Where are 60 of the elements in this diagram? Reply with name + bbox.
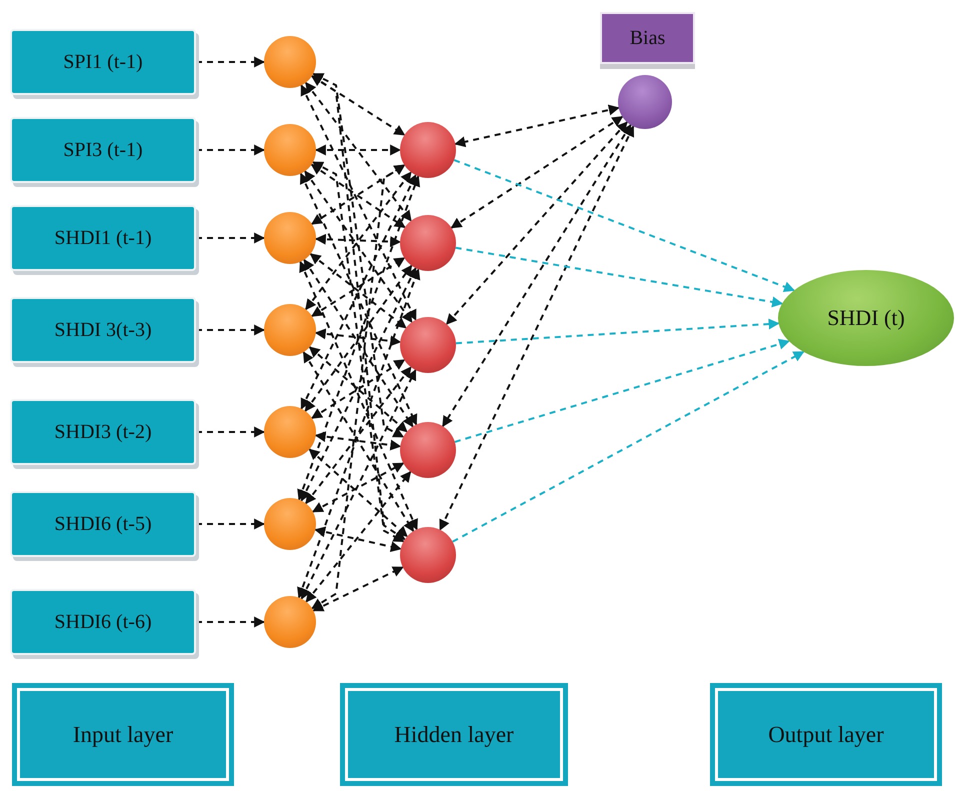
arrow bbox=[312, 72, 404, 438]
arrow bbox=[196, 518, 266, 530]
arrow bbox=[196, 232, 266, 244]
arrow bbox=[302, 351, 414, 532]
arrow bbox=[314, 431, 402, 451]
arrow bbox=[311, 257, 406, 317]
layer-label-box: Input layer bbox=[12, 683, 234, 786]
arrow bbox=[310, 253, 407, 329]
hidden-neuron bbox=[400, 422, 456, 478]
input-neuron bbox=[264, 124, 316, 176]
arrow bbox=[196, 426, 266, 438]
arrow bbox=[196, 56, 266, 68]
hidden-neuron bbox=[400, 215, 456, 271]
arrow bbox=[452, 350, 804, 543]
arrow bbox=[314, 328, 402, 346]
arrow bbox=[196, 144, 266, 156]
arrow bbox=[311, 359, 406, 419]
arrow bbox=[304, 82, 412, 222]
arrow bbox=[297, 268, 420, 599]
arrow bbox=[303, 258, 414, 428]
arrow bbox=[300, 84, 417, 321]
arrow bbox=[196, 616, 266, 628]
input-neuron bbox=[264, 498, 316, 550]
bias-neuron bbox=[618, 75, 672, 129]
arrow bbox=[312, 566, 404, 612]
input-neuron bbox=[264, 212, 316, 264]
arrow bbox=[304, 264, 412, 412]
input-neuron bbox=[264, 406, 316, 458]
arrow bbox=[314, 526, 402, 552]
hidden-neuron bbox=[400, 317, 456, 373]
arrow bbox=[196, 324, 266, 336]
arrow bbox=[439, 125, 634, 531]
hidden-neuron bbox=[400, 527, 456, 583]
arrow bbox=[454, 338, 790, 443]
arrow bbox=[306, 470, 412, 603]
arrow bbox=[308, 448, 408, 538]
arrow bbox=[308, 346, 408, 432]
arrow bbox=[456, 318, 780, 344]
arrow bbox=[446, 121, 628, 325]
output-ellipse: SHDI (t) bbox=[778, 270, 954, 366]
arrow bbox=[442, 124, 632, 428]
arrow bbox=[454, 104, 620, 148]
arrow bbox=[310, 75, 406, 540]
arrow bbox=[314, 144, 402, 156]
layer-label-box: Hidden layer bbox=[340, 683, 568, 786]
input-neuron bbox=[264, 304, 316, 356]
arrow bbox=[450, 116, 624, 229]
input-neuron bbox=[264, 596, 316, 648]
arrow bbox=[312, 161, 404, 542]
arrow bbox=[454, 159, 796, 292]
arrow bbox=[300, 369, 416, 600]
arrow bbox=[314, 234, 402, 248]
arrow bbox=[297, 175, 420, 501]
arrow bbox=[312, 462, 404, 513]
input-neuron bbox=[264, 36, 316, 88]
arrow bbox=[305, 366, 412, 504]
arrow bbox=[311, 164, 406, 610]
layer-label-box: Output layer bbox=[710, 683, 942, 786]
arrow bbox=[311, 75, 406, 136]
arrow bbox=[455, 246, 784, 308]
